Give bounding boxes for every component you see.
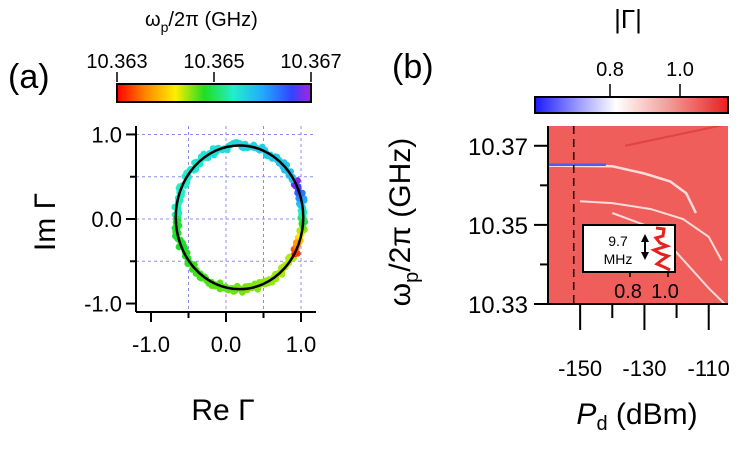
inset-unit-label: MHz xyxy=(604,251,633,267)
x-tick-label-a: 1.0 xyxy=(286,332,317,357)
ylabel-b: ωp/2π (GHz) xyxy=(384,138,423,307)
colorbar-b-tick-1: 1.0 xyxy=(666,59,694,81)
inset-arrow-up xyxy=(641,234,649,242)
x-tick-label-a: -1.0 xyxy=(132,332,170,357)
upper-faint-trace xyxy=(624,126,724,147)
colorbar-a-tick-0: 10.363 xyxy=(86,51,147,73)
colorbar-b xyxy=(534,96,729,114)
y-tick-label-a: -1.0 xyxy=(84,292,122,317)
xlabel-a: Re Γ xyxy=(191,394,254,427)
inset-value-label: 9.7 xyxy=(608,233,628,249)
x-tick-label-a: 0.0 xyxy=(211,332,242,357)
ylabel-a: Im Γ xyxy=(29,193,62,251)
colorbar-a-tick-2: 10.367 xyxy=(280,51,341,73)
y-tick-label-b: 10.35 xyxy=(468,213,528,240)
x-tick-label-b: -150 xyxy=(558,356,602,381)
y-tick-label-a: 1.0 xyxy=(91,122,122,147)
resonance-branch xyxy=(580,200,723,261)
plot-a: -1.0 0.0 1.0 -1.0 0.0 1.0 xyxy=(84,122,316,357)
x-tick-label-b: -130 xyxy=(622,356,666,381)
inset-tick-label: 0.8 xyxy=(614,281,642,303)
colorbar-b-tick-0: 0.8 xyxy=(596,59,624,81)
panel-a-label: (a) xyxy=(8,58,50,96)
heatmap-traces xyxy=(548,126,726,304)
fit-circle xyxy=(174,144,305,291)
colorbar-b-ticks: 0.8 1.0 xyxy=(596,59,694,96)
xlabel-b: Pd (dBm) xyxy=(576,398,697,435)
inset-tick-label: 1.0 xyxy=(651,281,679,303)
x-tick-label-b: -110 xyxy=(688,356,730,381)
colorbar-a-title: ωp/2π (GHz) xyxy=(145,9,258,35)
resonance-branch xyxy=(611,212,726,304)
colorbar-a xyxy=(116,83,312,103)
y-tick-label-b: 10.33 xyxy=(468,292,528,319)
colorbar-b-title: |Γ| xyxy=(614,4,642,34)
colorbar-a-ticks: 10.363 10.365 10.367 xyxy=(86,51,342,82)
y-tick-label-a: 0.0 xyxy=(91,207,122,232)
inset-trace xyxy=(650,226,672,272)
y-tick-label-b: 10.37 xyxy=(468,134,528,161)
heatmap-background xyxy=(548,126,728,304)
resonance-branch xyxy=(548,164,698,214)
inset-arrow-down xyxy=(641,252,649,260)
colorbar-a-tick-1: 10.365 xyxy=(183,51,244,73)
panel-b-label: (b) xyxy=(392,48,434,86)
